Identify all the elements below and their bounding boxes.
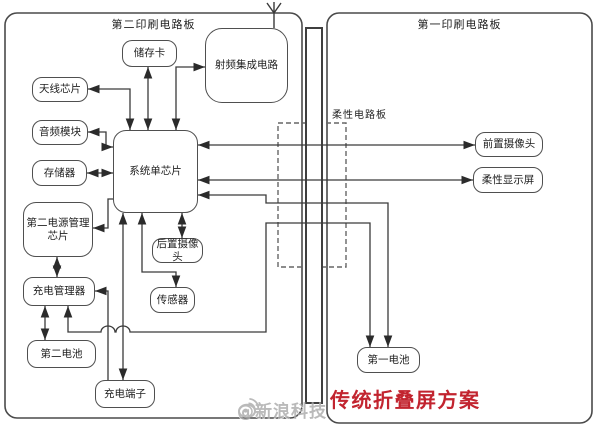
watermark: @新浪科技 bbox=[237, 397, 327, 422]
node-pmic2: 第二电源管理芯片 bbox=[23, 202, 93, 257]
watermark-text: @新浪科技 bbox=[237, 402, 327, 422]
node-sensor: 传感器 bbox=[150, 287, 195, 313]
node-flex-display: 柔性显示屏 bbox=[473, 167, 543, 193]
node-front-camera: 前置摄像头 bbox=[475, 132, 543, 157]
node-rear-camera: 后置摄像头 bbox=[152, 238, 203, 263]
hinge-connector-bar bbox=[305, 27, 323, 404]
flex-pcb-title: 柔性电路板 bbox=[332, 110, 387, 121]
caption-traditional-foldable: 传统折叠屏方案 bbox=[330, 388, 481, 412]
node-battery2: 第二电池 bbox=[27, 340, 96, 368]
edge-soc-rf-ic bbox=[171, 62, 205, 130]
edge-soc-battery1 bbox=[198, 190, 393, 347]
second-pcb-title: 第二印刷电路板 bbox=[111, 18, 196, 31]
node-antenna-chip: 天线芯片 bbox=[32, 77, 88, 102]
edge-charge-terminal-charge-manager bbox=[95, 286, 109, 380]
node-rf-ic: 射频集成电路 bbox=[205, 28, 288, 103]
edge-soc-antenna-chip bbox=[88, 84, 135, 130]
node-battery1: 第一电池 bbox=[357, 347, 420, 373]
node-audio-module: 音频模块 bbox=[32, 120, 88, 145]
node-memory: 存储器 bbox=[32, 160, 87, 186]
node-charge-terminal: 充电端子 bbox=[95, 380, 155, 408]
edge-charge-manager-battery1 bbox=[63, 222, 375, 347]
weibo-icon bbox=[238, 398, 260, 419]
node-charge-manager: 充电管理器 bbox=[23, 277, 95, 306]
edge-soc-pmic2 bbox=[93, 198, 113, 233]
first-pcb-title: 第一印刷电路板 bbox=[417, 18, 502, 31]
edge-soc-audio-module bbox=[88, 127, 113, 152]
node-soc: 系统单芯片 bbox=[113, 130, 198, 213]
edge-soc-sensor bbox=[137, 213, 181, 287]
antenna-icon bbox=[266, 2, 282, 28]
node-memory-card: 储存卡 bbox=[122, 40, 177, 67]
